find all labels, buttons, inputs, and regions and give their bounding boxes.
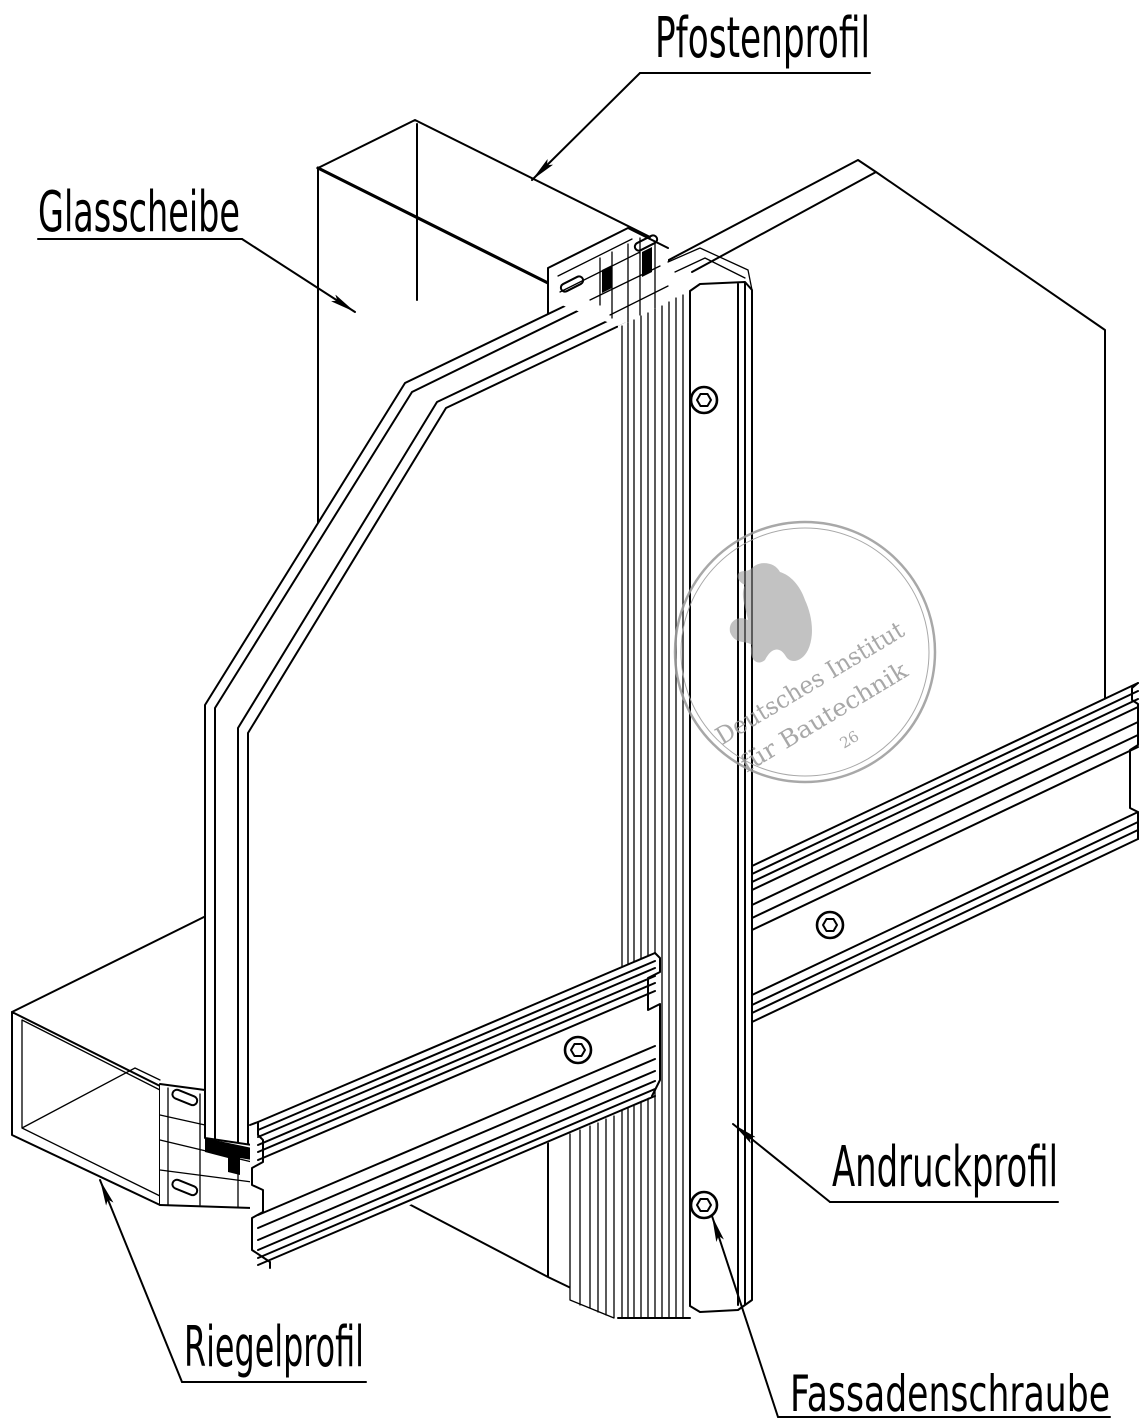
right-pane-edges (664, 159, 1106, 700)
callout-pfostenprofil: Pfostenprofil (531, 6, 871, 181)
screw-head (689, 385, 719, 415)
label-pfostenprofil: Pfostenprofil (655, 6, 870, 71)
leader-fassadenschraube (711, 1215, 779, 1418)
upper-section-details (557, 237, 753, 323)
mullion-andruckprofil (569, 281, 753, 1320)
mullion-face (570, 283, 752, 1320)
right-riegel-transom (751, 682, 1139, 1023)
screw-socket (696, 1198, 712, 1212)
left-transom-right-end (647, 952, 661, 1097)
riegel-cross-section (159, 1083, 253, 1209)
mullion-cover-edges (617, 281, 753, 1319)
upper-section-slot (559, 275, 585, 293)
riegel-box-front (12, 1012, 160, 1205)
callout-andruckprofil: Andruckprofil (732, 1123, 1059, 1203)
leader-riegelprofil (99, 1179, 183, 1383)
screw-socket (570, 1043, 586, 1057)
right-pane-face (665, 160, 1105, 866)
upper-profile-section (547, 227, 753, 326)
callout-riegelprofil: Riegelprofil (99, 1179, 367, 1383)
label-andruckprofil: Andruckprofil (832, 1135, 1058, 1200)
mullion-lower-lines (569, 1115, 615, 1319)
screw-head (815, 910, 845, 940)
riegel-section-gasket (205, 1138, 252, 1175)
riegel-box-back (11, 913, 211, 1013)
callout-glasscheibe: Glasscheibe (37, 180, 356, 313)
upper-section-gasket (602, 265, 612, 293)
label-glasscheibe: Glasscheibe (38, 180, 240, 245)
facade-screw (563, 1035, 593, 1065)
left-pane-face (205, 287, 625, 1145)
facade-screw (815, 910, 845, 940)
pfosten-box-outline (317, 119, 651, 561)
riegel-section-slot (171, 1178, 199, 1197)
label-fassadenschraube: Fassadenschraube (790, 1365, 1110, 1420)
screw-socket (822, 918, 838, 932)
screw-head (563, 1035, 593, 1065)
screw-head (689, 1190, 719, 1220)
pfosten-upper-box (316, 119, 651, 561)
stamp-bear-emblem (729, 563, 812, 663)
facade-screw (689, 385, 719, 415)
stamp-inner-ring (680, 527, 930, 777)
leader-andruckprofil (732, 1123, 831, 1203)
right-transom-end-profile (1129, 682, 1139, 840)
riegel-section-slot (171, 1088, 199, 1107)
callout-fassadenschraube: Fassadenschraube (711, 1215, 1111, 1420)
left-glass-pane (204, 287, 626, 1151)
left-transom-lines (257, 952, 656, 1266)
riegel-box-top-edge (11, 913, 211, 1013)
label-riegelprofil: Riegelprofil (184, 1315, 364, 1380)
leader-glasscheibe (241, 238, 356, 313)
stamp-outer-ring (673, 520, 937, 784)
screw-socket (696, 393, 712, 407)
riegel-box (11, 1011, 161, 1206)
riegel-box-inner (21, 1019, 161, 1197)
right-glass-pane (664, 159, 1106, 866)
upper-section-slot (633, 234, 659, 252)
leader-pfostenprofil (531, 72, 641, 181)
pfosten-box-front-edge (316, 166, 552, 286)
right-transom-lines (751, 682, 1139, 1023)
left-riegel-transom (249, 952, 661, 1269)
facade-screw (689, 1190, 719, 1220)
upper-section-gasket (642, 247, 652, 277)
upper-section-outline (547, 227, 669, 301)
left-transom-left-end (249, 1121, 271, 1269)
left-pane-edges (204, 288, 626, 1151)
mullion-channel-lines (621, 294, 684, 1319)
